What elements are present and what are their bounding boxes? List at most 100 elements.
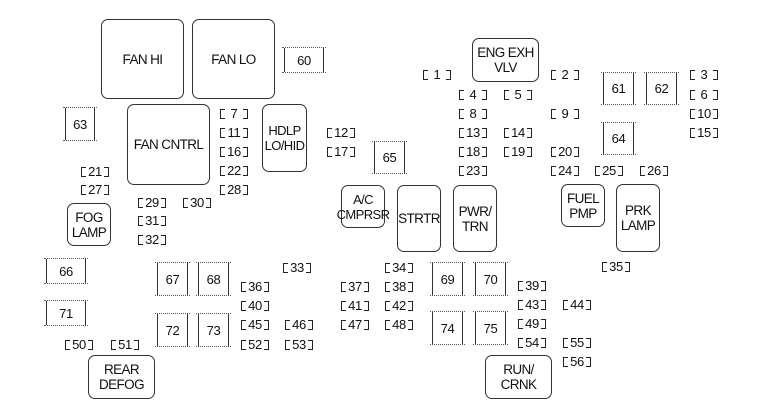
fuse-bracket-right — [482, 147, 487, 157]
relay-label: FAN CNTRL — [133, 137, 204, 152]
mini-fuse-43: 43 — [518, 298, 546, 312]
fuse-bracket-right — [482, 90, 487, 100]
fuse-bracket-left — [518, 338, 523, 348]
fuse-bracket-left — [563, 357, 568, 367]
fuse-67: 67 — [155, 258, 190, 300]
fuse-bracket-left — [341, 282, 346, 292]
fuse-number: 51 — [118, 337, 132, 352]
fuse-number: 38 — [392, 279, 406, 294]
mini-fuse-12: 12 — [327, 126, 355, 140]
fuse-bracket-right — [408, 301, 413, 311]
mini-fuse-4: 4 — [459, 88, 487, 102]
fuse-bracket-right — [574, 166, 579, 176]
relay-label: STRTR — [398, 211, 440, 226]
fuse-bracket-right — [243, 109, 248, 119]
fuse-number: 13 — [466, 125, 480, 140]
mini-fuse-51: 51 — [111, 338, 139, 352]
fuse-bracket-left — [563, 300, 568, 310]
mini-fuse-49: 49 — [518, 317, 546, 331]
fuse-bracket-left — [220, 128, 225, 138]
relay-label: PWR/TRN — [458, 203, 492, 234]
fuse-bracket-right — [527, 128, 532, 138]
fuse-number: 45 — [248, 317, 262, 332]
fuse-bracket-right — [482, 128, 487, 138]
fuse-bracket-right — [243, 166, 248, 176]
fuse-number: 6 — [700, 87, 708, 102]
fuse-bracket-right — [618, 166, 623, 176]
mini-fuse-47: 47 — [341, 318, 369, 332]
fuse-bracket-right — [541, 300, 546, 310]
fuse-bracket-right — [350, 147, 355, 157]
fuse-bracket-left — [327, 147, 332, 157]
relay-label: FAN LO — [211, 51, 256, 67]
fuse-bracket-right — [104, 167, 109, 177]
fuse-bracket-left — [690, 128, 695, 138]
fuse-bracket-left — [220, 109, 225, 119]
mini-fuse-36: 36 — [241, 280, 269, 294]
fuse-number: 36 — [248, 279, 262, 294]
fuse-bracket-left — [183, 198, 188, 208]
fuse-number: 16 — [227, 144, 241, 159]
mini-fuse-15: 15 — [690, 126, 718, 140]
fuse-bracket-left — [327, 128, 332, 138]
mini-fuse-5: 5 — [504, 88, 532, 102]
fuse-bracket-left — [423, 70, 428, 80]
mini-fuse-9: 9 — [551, 107, 579, 121]
mini-fuse-16: 16 — [220, 145, 248, 159]
fuse-60: 60 — [282, 43, 326, 77]
fuse-number: 9 — [561, 106, 569, 121]
fuse-number: 33 — [290, 260, 304, 275]
fuse-number: 37 — [348, 279, 362, 294]
fuse-bracket-left — [241, 340, 246, 350]
fuse-bracket-right — [243, 147, 248, 157]
relay-run-crnk: RUN/CRNK — [485, 355, 552, 399]
fuse-number: 12 — [334, 125, 348, 140]
fuse-bracket-left — [518, 300, 523, 310]
fuse-bracket-left — [459, 147, 464, 157]
mini-fuse-41: 41 — [341, 299, 369, 313]
mini-fuse-25: 25 — [595, 164, 623, 178]
fuse-bracket-left — [81, 185, 86, 195]
mini-fuse-54: 54 — [518, 336, 546, 350]
fuse-64: 64 — [601, 118, 636, 159]
mini-fuse-38: 38 — [385, 280, 413, 294]
mini-fuse-8: 8 — [459, 107, 487, 121]
mini-fuse-20: 20 — [551, 145, 579, 159]
fuse-number: 5 — [514, 87, 522, 102]
fuse-number: 32 — [145, 232, 159, 247]
fuse-number: 28 — [227, 182, 241, 197]
fuse-number: 46 — [292, 317, 306, 332]
fuse-number: 3 — [700, 67, 708, 82]
fuse-number: 14 — [511, 125, 525, 140]
fuse-number: 55 — [570, 335, 584, 350]
mini-fuse-11: 11 — [220, 126, 248, 140]
fuse-74: 74 — [430, 307, 465, 349]
fuse-bracket-right — [364, 301, 369, 311]
fuse-bracket-left — [385, 282, 390, 292]
fuse-number: 54 — [525, 335, 539, 350]
fuse-bracket-right — [541, 281, 546, 291]
fuse-bracket-right — [161, 216, 166, 226]
mini-fuse-23: 23 — [459, 164, 487, 178]
fuse-bracket-left — [385, 263, 390, 273]
fuse-number: 11 — [227, 125, 241, 140]
fuse-number: 22 — [227, 163, 241, 178]
fuse-bracket-left — [504, 128, 509, 138]
fuse-bracket-left — [551, 166, 556, 176]
fuse-63: 63 — [63, 103, 97, 145]
mini-fuse-40: 40 — [241, 299, 269, 313]
fuse-bracket-right — [713, 70, 718, 80]
fuse-bracket-right — [264, 301, 269, 311]
fuse-bracket-right — [306, 263, 311, 273]
fuse-bracket-left — [602, 262, 607, 272]
mini-fuse-30: 30 — [183, 196, 211, 210]
fuse-number: 26 — [647, 163, 661, 178]
mini-fuse-46: 46 — [285, 318, 313, 332]
fuse-bracket-left — [341, 320, 346, 330]
fuse-bracket-left — [551, 109, 556, 119]
